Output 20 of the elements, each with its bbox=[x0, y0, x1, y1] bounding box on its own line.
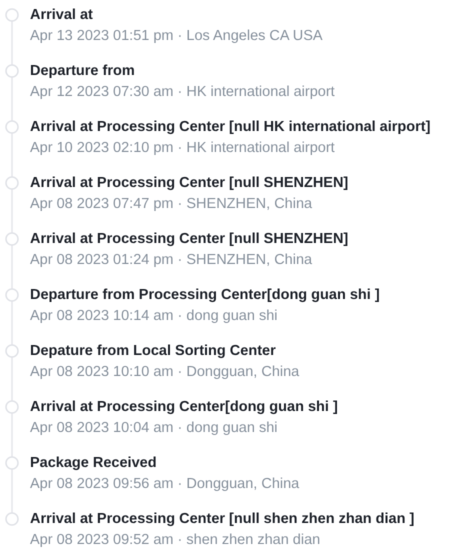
event-detail: Apr 08 2023 10:10 am · Dongguan, China bbox=[30, 363, 300, 382]
event-title: Arrival at Processing Center[dong guan shi ] bbox=[30, 398, 338, 417]
event-detail: Apr 10 2023 02:10 pm · HK international airport bbox=[30, 139, 335, 158]
event-title: Departure from bbox=[30, 62, 135, 81]
event-detail: Apr 08 2023 09:52 am · shen zhen zhan dian bbox=[30, 531, 320, 550]
event-detail: Apr 08 2023 09:56 am · Dongguan, China bbox=[30, 475, 300, 494]
event-title: Depature from Local Sorting Center bbox=[30, 342, 276, 361]
event-detail: Apr 12 2023 07:30 am · HK international airport bbox=[30, 83, 335, 102]
event-title: Arrival at Processing Center [null SHENZHEN] bbox=[30, 230, 348, 249]
event-title: Arrival at Processing Center [null SHENZHEN] bbox=[30, 174, 348, 193]
event-detail: Apr 08 2023 10:14 am · dong guan shi bbox=[30, 307, 278, 326]
event-title: Arrival at Processing Center [null HK international airport] bbox=[30, 118, 430, 137]
event-detail: Apr 08 2023 10:04 am · dong guan shi bbox=[30, 419, 278, 438]
event-title: Arrival at bbox=[30, 6, 93, 25]
event-detail: Apr 13 2023 01:51 pm · Los Angeles CA USA bbox=[30, 27, 323, 46]
event-detail: Apr 08 2023 01:24 pm · SHENZHEN, China bbox=[30, 251, 312, 270]
event-title: Departure from Processing Center[dong guan shi ] bbox=[30, 286, 380, 305]
event-title: Arrival at Processing Center [null shen zhen zhan dian ] bbox=[30, 510, 414, 529]
event-detail: Apr 08 2023 07:47 pm · SHENZHEN, China bbox=[30, 195, 312, 214]
event-title: Package Received bbox=[30, 454, 157, 473]
